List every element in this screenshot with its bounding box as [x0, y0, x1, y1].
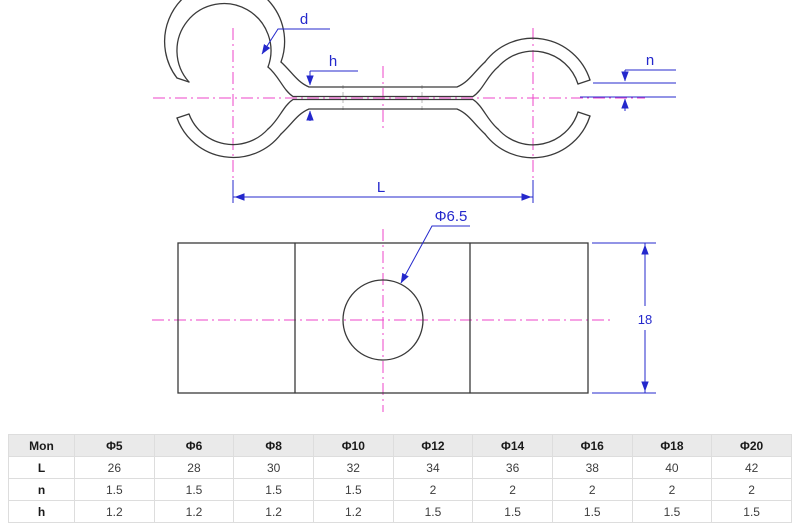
right-ring-inner-lower-arc	[497, 111, 579, 146]
cell-h-phi14: 1.5	[472, 500, 553, 523]
col-header-mon: Mon	[8, 434, 75, 457]
cell-n-phi18: 2	[631, 478, 713, 501]
hole-leader-line	[400, 225, 470, 284]
table-row-L: L 26 28 30 32 34 36 38 40 42	[8, 456, 792, 479]
dimension-n: n	[580, 52, 676, 111]
dimension-L: L	[232, 179, 534, 203]
col-header-phi12: Φ12	[392, 434, 474, 457]
left-ring-inner-lower-arc	[188, 113, 269, 146]
dimension-hole-diameter: Φ6.5	[400, 208, 470, 284]
height-label: 18	[638, 312, 652, 327]
cell-h-phi20: 1.5	[711, 500, 792, 523]
strip-top-surface	[280, 61, 486, 88]
cell-n-phi12: 2	[392, 478, 474, 501]
col-header-phi20: Φ20	[711, 434, 792, 457]
table-row-h: h 1.2 1.2 1.2 1.2 1.5 1.5 1.5 1.5 1.5	[8, 500, 792, 523]
strip-bottom-surface	[280, 108, 486, 135]
left-ring-lower-end-cap	[176, 113, 190, 119]
col-header-phi18: Φ18	[631, 434, 713, 457]
left-ring-upper-end-cap	[176, 77, 190, 83]
spec-table-header-row: Mon Φ5 Φ6 Φ8 Φ10 Φ12 Φ14 Φ16 Φ18 Φ20	[8, 434, 792, 457]
col-header-phi16: Φ16	[551, 434, 633, 457]
spec-table: Mon Φ5 Φ6 Φ8 Φ10 Φ12 Φ14 Φ16 Φ18 Φ20 L 2…	[8, 434, 792, 523]
plan-center-hole	[342, 279, 424, 361]
plan-body-rectangle	[177, 242, 589, 394]
cell-n-phi16: 2	[551, 478, 633, 501]
left-ring-inner-upper-arc	[176, 2, 272, 83]
cell-n-phi8: 1.5	[233, 478, 314, 501]
left-ring-outer-upper-arc	[163, 0, 286, 79]
cell-h-phi18: 1.5	[631, 500, 713, 523]
cell-L-phi5: 26	[74, 456, 155, 479]
dimension-height-18: 18	[592, 242, 656, 394]
d-label: d	[300, 11, 308, 28]
n-label: n	[646, 52, 654, 69]
dimension-d: d	[261, 11, 330, 55]
strip-upper-layer-bottom	[267, 66, 499, 98]
dimension-h: h	[306, 53, 358, 121]
cell-n-phi14: 2	[472, 478, 553, 501]
left-ring-outline	[163, 0, 286, 159]
right-ring-upper-end-cap	[577, 79, 591, 85]
side-view: d h n L	[153, 0, 676, 203]
strip-lower-layer-top	[267, 98, 499, 130]
cell-h-phi6: 1.2	[153, 500, 235, 523]
cell-n-phi10: 1.5	[312, 478, 394, 501]
cell-n-phi5: 1.5	[74, 478, 155, 501]
right-ring-inner-upper-arc	[497, 50, 579, 85]
cell-L-phi16: 38	[551, 456, 633, 479]
technical-drawing: d h n L	[152, 0, 676, 412]
cell-L-phi10: 32	[312, 456, 394, 479]
cell-L-phi12: 34	[392, 456, 474, 479]
cell-n-phi20: 2	[711, 478, 792, 501]
cell-L-phi20: 42	[711, 456, 792, 479]
cell-L-phi18: 40	[631, 456, 713, 479]
right-ring-outer-lower-arc	[484, 115, 591, 159]
h-label: h	[329, 53, 337, 70]
row-label-n: n	[8, 478, 75, 501]
connecting-strip-outline	[267, 61, 499, 135]
right-ring-outline	[484, 37, 591, 159]
cell-L-phi14: 36	[472, 456, 553, 479]
row-label-L: L	[8, 456, 75, 479]
cell-h-phi12: 1.5	[392, 500, 474, 523]
cell-n-phi6: 1.5	[153, 478, 235, 501]
cell-h-phi10: 1.2	[312, 500, 394, 523]
col-header-phi14: Φ14	[472, 434, 553, 457]
cell-h-phi5: 1.2	[74, 500, 155, 523]
right-ring-outer-upper-arc	[484, 37, 591, 81]
left-ring-outer-lower-arc	[176, 117, 282, 159]
col-header-phi5: Φ5	[74, 434, 155, 457]
plan-view: Φ6.5 18	[152, 208, 656, 412]
col-header-phi10: Φ10	[312, 434, 394, 457]
table-row-n: n 1.5 1.5 1.5 1.5 2 2 2 2 2	[8, 478, 792, 501]
row-label-h: h	[8, 500, 75, 523]
d-leader-line	[261, 28, 330, 55]
cell-h-phi8: 1.2	[233, 500, 314, 523]
cell-h-phi16: 1.5	[551, 500, 633, 523]
cell-L-phi8: 30	[233, 456, 314, 479]
drawing-svg: d h n L	[152, 0, 676, 412]
L-label: L	[377, 179, 385, 196]
col-header-phi6: Φ6	[153, 434, 235, 457]
right-ring-lower-end-cap	[577, 111, 591, 117]
col-header-phi8: Φ8	[233, 434, 314, 457]
hole-diameter-label: Φ6.5	[435, 208, 468, 225]
cell-L-phi6: 28	[153, 456, 235, 479]
